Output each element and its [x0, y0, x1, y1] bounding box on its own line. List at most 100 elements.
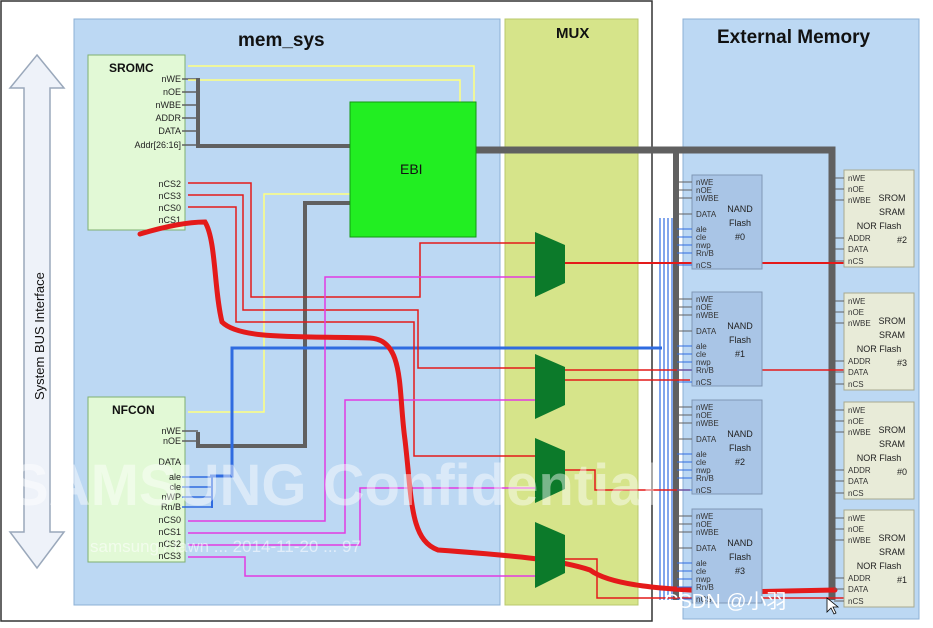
- nand-flash-chip: nWEnOEnWBEDATAaleclenwpRn/BnCSNANDFlash#…: [677, 399, 763, 495]
- nand-chip-label: #0: [735, 232, 745, 242]
- nand-pin-label: nWBE: [696, 419, 719, 428]
- srom-pin-label: nOE: [848, 185, 864, 194]
- srom-pin-label: nCS: [848, 380, 864, 389]
- watermark-sub: samsung / fawn ... 2014-11-20 ... 97: [90, 537, 361, 556]
- srom-chip-label: #1: [897, 575, 907, 585]
- system-bus-arrow: System BUS Interface: [8, 53, 66, 570]
- srom-chip-label: NOR Flash: [857, 561, 902, 571]
- srom-pin-label: ADDR: [848, 234, 871, 243]
- nand-pin-label: ale: [696, 225, 707, 234]
- nfcon-title: NFCON: [112, 403, 155, 417]
- sromc-cs-pin-2: nCS0: [158, 203, 181, 213]
- nfcon-pin-8: nCS1: [158, 527, 181, 537]
- srom-chip-label: SRAM: [879, 547, 905, 557]
- nand-chip-body: [691, 291, 763, 387]
- srom-chip-body: [843, 509, 915, 608]
- nfcon-pin-4: cle: [169, 482, 181, 492]
- nfcon-gray-bus: [196, 201, 350, 448]
- nand-pin-label: Rn/B: [696, 366, 714, 375]
- srom-pin-label: ADDR: [848, 466, 871, 475]
- nand-pin-label: nWE: [696, 403, 713, 412]
- nfcon-pin-0: nWE: [161, 426, 181, 436]
- srom-chip-label: NOR Flash: [857, 344, 902, 354]
- nand-pin-label: Rn/B: [696, 474, 714, 483]
- magenta-ncs3: [188, 556, 535, 577]
- srom-chip-label: SROM: [879, 425, 906, 435]
- srom-pin-label: nWBE: [848, 428, 871, 437]
- nand-flash-chip: nWEnOEnWBEDATAaleclenwpRn/BnCSNANDFlash#…: [677, 174, 763, 270]
- srom-chip-label: NOR Flash: [857, 221, 902, 231]
- srom-pin-label: nCS: [848, 597, 864, 606]
- srom-chip-label: NOR Flash: [857, 453, 902, 463]
- nfcon-pin-6: Rn/B: [161, 502, 181, 512]
- nfcon-pin-3: ale: [169, 472, 181, 482]
- red-ncs3: [188, 194, 535, 369]
- srom-chip-body: [843, 401, 915, 500]
- sromc-pin-1: nOE: [163, 87, 181, 97]
- nand-chip-body: [691, 399, 763, 495]
- srom-pin-label: nWE: [848, 174, 865, 183]
- yellow-wire-3: [188, 193, 350, 413]
- srom-chip-body: [843, 292, 915, 391]
- srom-pin-label: ADDR: [848, 574, 871, 583]
- nand-pin-label: nWE: [696, 512, 713, 521]
- nand-chip-label: #1: [735, 349, 745, 359]
- sromc-cs-pin-1: nCS3: [158, 191, 181, 201]
- csdn-mark: CSDN @小羽: [664, 590, 787, 613]
- nand-chip-label: #2: [735, 457, 745, 467]
- sromc-pin-4: DATA: [158, 126, 181, 136]
- nand-chip-body: [691, 508, 763, 604]
- sromc-block: [87, 54, 186, 231]
- nand-pin-label: nCS: [696, 486, 712, 495]
- srom-chip-body: [843, 169, 915, 268]
- srom-chip-label: SROM: [879, 316, 906, 326]
- nand-pin-label: DATA: [696, 544, 717, 553]
- mux-panel: [504, 18, 639, 606]
- nand-pin-label: cle: [696, 458, 707, 467]
- nfcon-block: [87, 396, 186, 563]
- sromc-pin-5: Addr[26:16]: [134, 140, 181, 150]
- external-memory-title: External Memory: [717, 27, 871, 48]
- nand-pin-label: nWE: [696, 295, 713, 304]
- blue-fan-bus: [659, 218, 673, 600]
- srom-chips: nWE nOE nWBE ADDR DATA nCS SROM SRAM NOR Flash #2…: [834, 169, 915, 608]
- srom-pin-label: DATA: [848, 245, 869, 254]
- nand-pin-label: nWBE: [696, 528, 719, 537]
- nand-pin-label: nCS: [696, 378, 712, 387]
- mux-title: MUX: [556, 25, 589, 42]
- mux-0: [535, 232, 565, 297]
- srom-chip-label: #3: [897, 358, 907, 368]
- magenta-ncs1: [188, 399, 535, 534]
- outer-frame: [0, 0, 653, 622]
- srom-chip-label: #0: [897, 467, 907, 477]
- nand-flash-chip: nWEnOEnWBEDATAaleclenwpRn/BnCSNANDFlash#…: [677, 291, 763, 387]
- yellow-wire-2: [188, 79, 461, 102]
- sromc-pin-3: ADDR: [155, 113, 181, 123]
- srom-chip-label: #2: [897, 235, 907, 245]
- nand-chip-label: Flash: [729, 335, 751, 345]
- nfcon-pin-2: DATA: [158, 457, 181, 467]
- nand-pin-label: nwp: [696, 358, 711, 367]
- red-mux2-out: [565, 469, 690, 491]
- srom-chip-label: SRAM: [879, 439, 905, 449]
- nand-pin-label: ale: [696, 342, 707, 351]
- srom-chip-label: SRAM: [879, 330, 905, 340]
- nand-chip-label: NAND: [727, 538, 753, 548]
- nfcon-pin-9: nCS2: [158, 539, 181, 549]
- nfcon-pin-7: nCS0: [158, 515, 181, 525]
- nand-pin-label: Rn/B: [696, 583, 714, 592]
- nand-pin-label: nwp: [696, 241, 711, 250]
- nand-chips: nWEnOEnWBEDATAaleclenwpRn/BnCSNANDFlash#…: [677, 174, 763, 604]
- nand-pin-label: nOE: [696, 186, 712, 195]
- nand-pin-label: ale: [696, 450, 707, 459]
- mem-sys-title: mem_sys: [238, 30, 325, 51]
- sromc-cs-pin-0: nCS2: [158, 179, 181, 189]
- srom-pin-label: nWE: [848, 514, 865, 523]
- nand-chip-label: Flash: [729, 218, 751, 228]
- sromc-pin-2: nWBE: [155, 100, 181, 110]
- srom-pin-label: nWE: [848, 297, 865, 306]
- sromc-pin-0: nWE: [161, 74, 181, 84]
